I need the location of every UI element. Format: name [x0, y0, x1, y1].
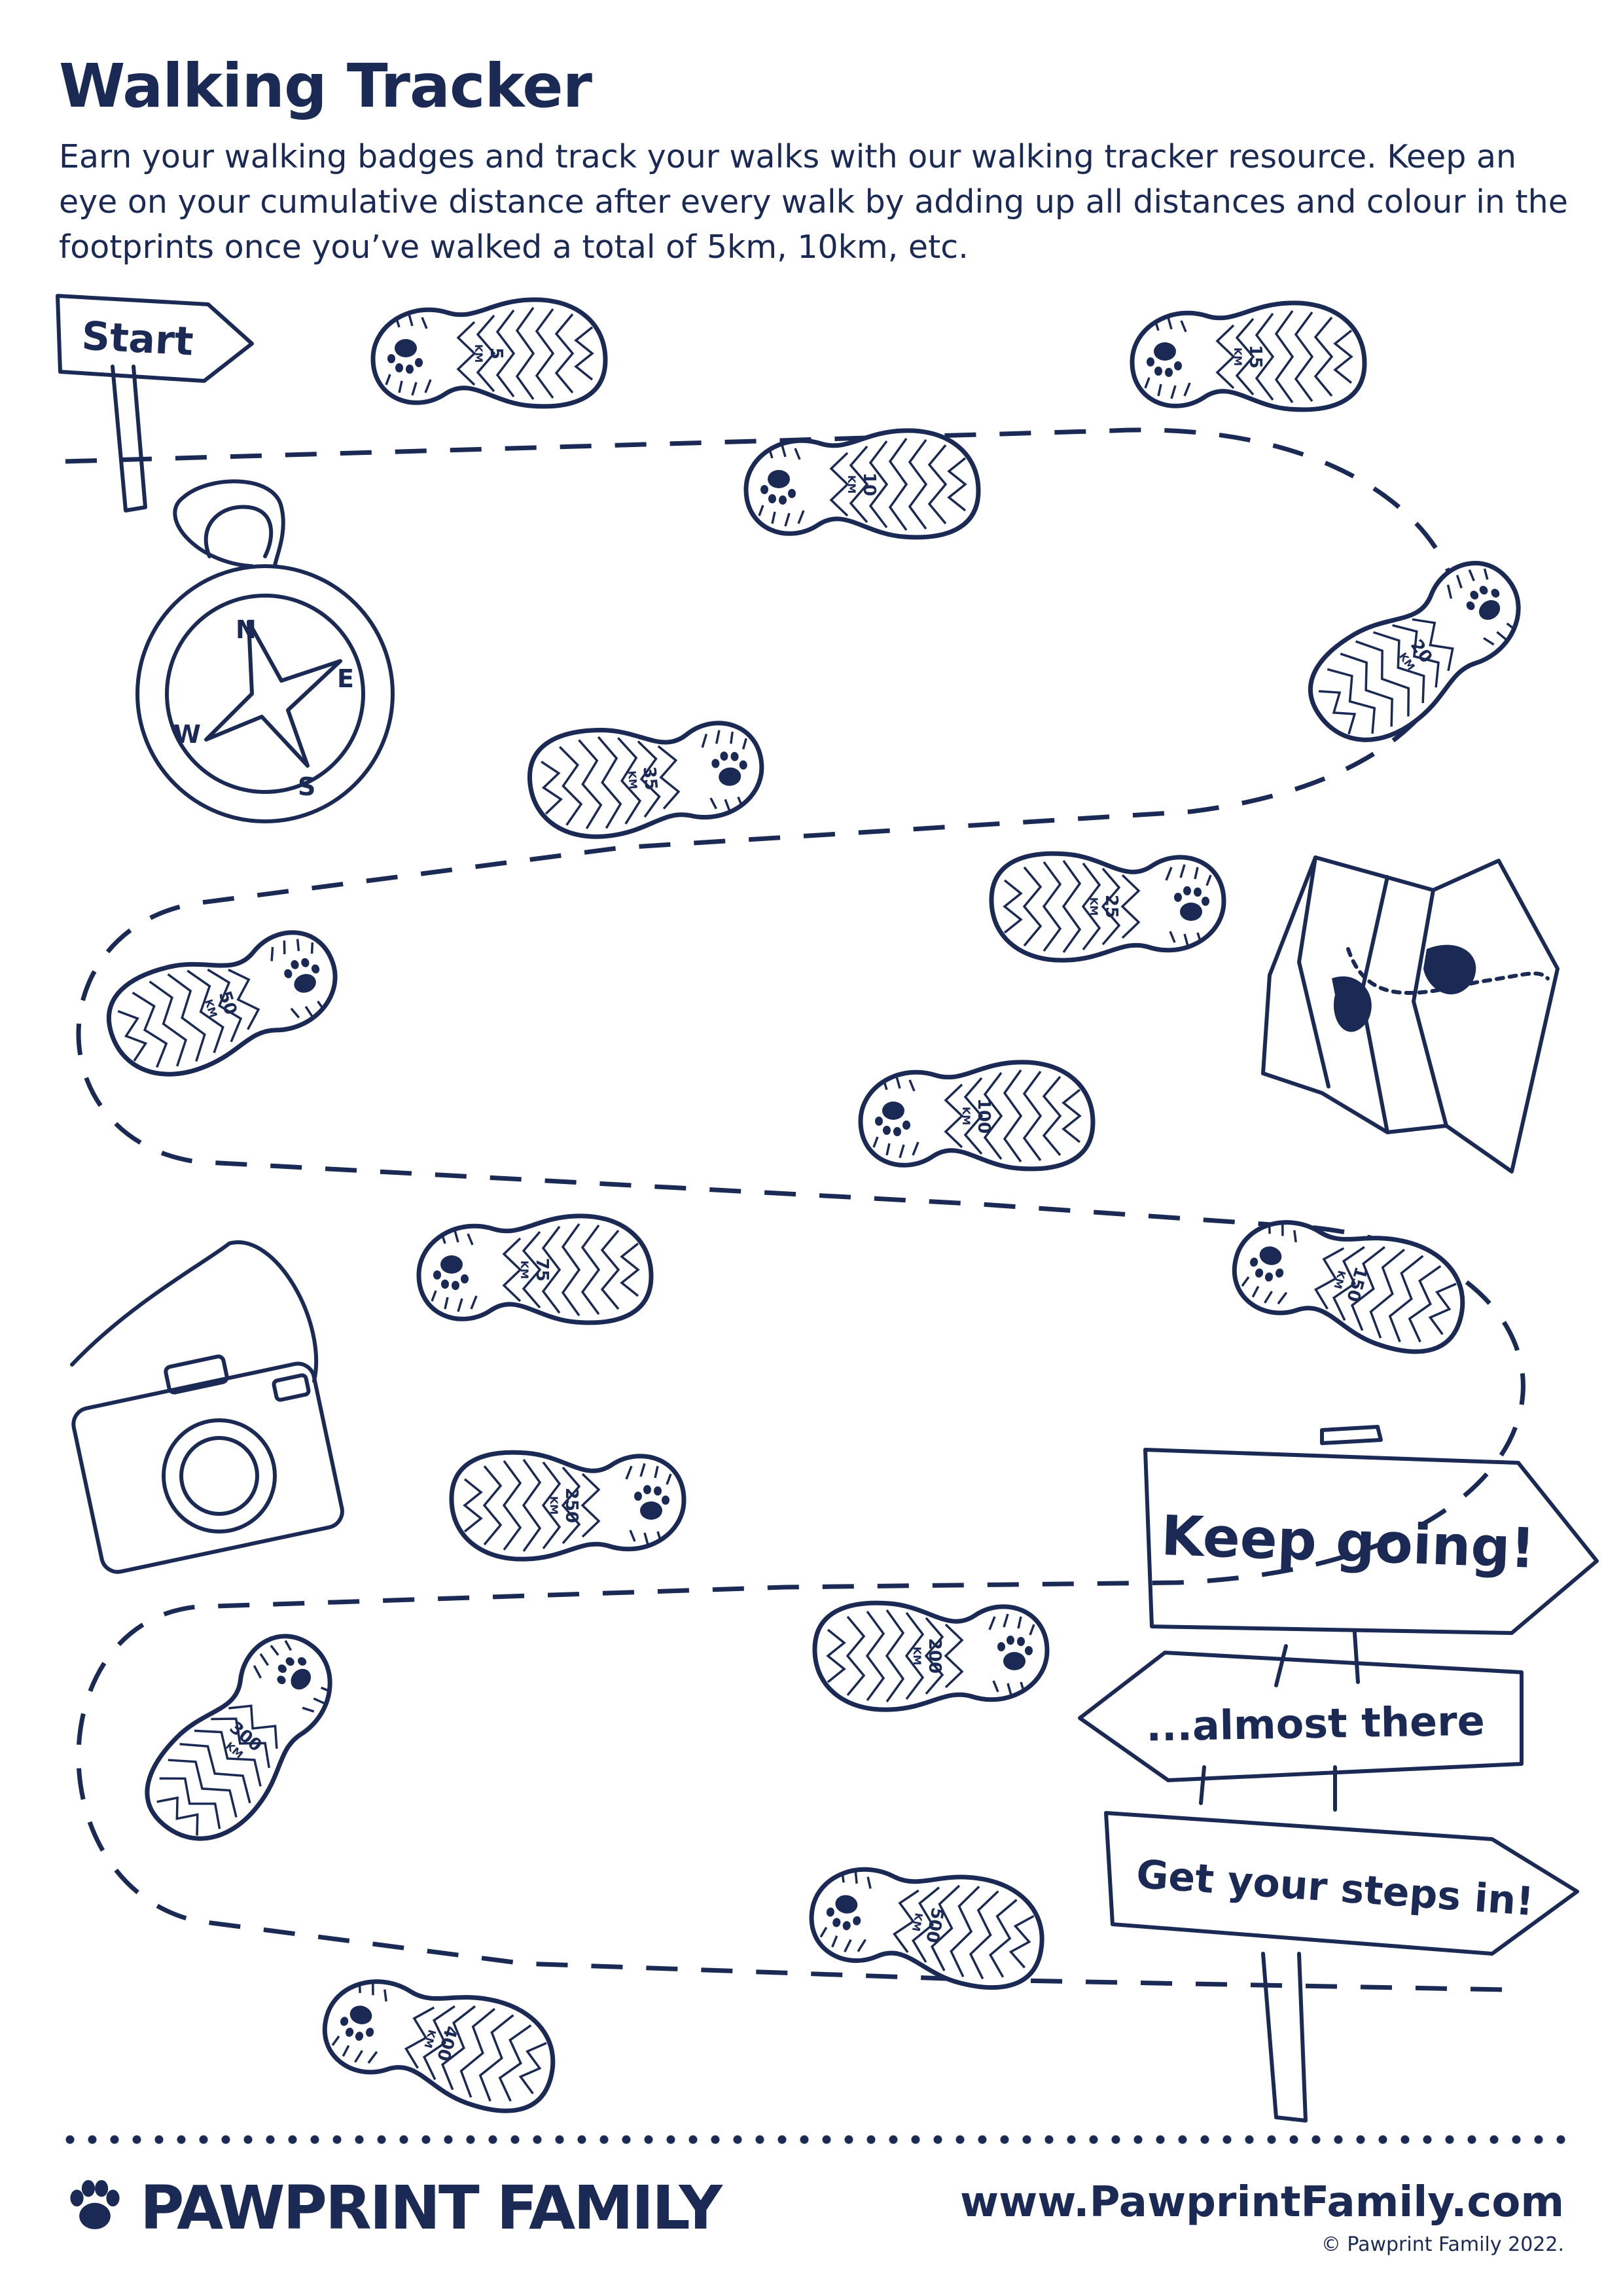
svg-text:KM: KM [846, 475, 858, 493]
svg-text:100: 100 [974, 1098, 993, 1134]
svg-text:KM: KM [910, 1912, 925, 1932]
svg-text:KM: KM [1088, 897, 1100, 916]
footprint-250km: 250 KM [452, 1452, 684, 1559]
svg-text:S: S [298, 772, 315, 801]
footprint-400km: 400 KM [314, 1960, 566, 2123]
start-sign-label: Start [80, 314, 194, 365]
brand-logo: PAWPRINT FAMILY [59, 2172, 722, 2244]
footprint-35km: 35 KM [526, 716, 767, 842]
svg-text:75: 75 [532, 1258, 552, 1282]
page-title: Walking Tracker [59, 51, 592, 121]
footprint-200km: 200 KM [815, 1603, 1047, 1710]
svg-text:W: W [173, 720, 201, 749]
paw-icon [70, 2179, 120, 2229]
camera-icon [70, 1240, 344, 1574]
svg-text:KM: KM [960, 1107, 972, 1125]
footprint-500km: 500 KM [804, 1851, 1052, 1996]
svg-text:KM: KM [473, 344, 485, 363]
start-sign: Start [56, 294, 254, 512]
svg-text:25: 25 [1101, 895, 1121, 918]
brand-name: PAWPRINT FAMILY [140, 2172, 722, 2243]
footer-divider [59, 2135, 1571, 2144]
footprint-150km: 150 KM [1224, 1200, 1476, 1363]
footprint-5km: 5 KM [373, 300, 605, 406]
footprint-50km: 50 KM [98, 918, 351, 1091]
svg-text:E: E [337, 664, 354, 693]
svg-text:KM: KM [1232, 348, 1244, 366]
svg-text:10: 10 [859, 473, 879, 496]
intro-text: Earn your walking badges and track your … [59, 138, 1568, 266]
copyright-text: © Pawprint Family 2022. [1321, 2233, 1564, 2256]
footprint-100km: 100 KM [861, 1062, 1093, 1169]
footprint-25km: 25 KM [991, 853, 1224, 960]
compass-icon: N E W S [135, 479, 395, 823]
footprint-10km: 10 KM [746, 431, 978, 537]
footprint-15km: 15 KM [1132, 303, 1364, 410]
signpost: Keep going! ...almost there Get your ste… [1078, 1425, 1599, 2123]
footprint-300km: 300 KM [128, 1617, 359, 1863]
svg-text:15: 15 [1245, 345, 1265, 368]
svg-text:200: 200 [925, 1638, 944, 1674]
sign-steps-in: Get your steps in! [1135, 1852, 1535, 1925]
svg-text:KM: KM [518, 1261, 531, 1279]
footprint-75km: 75 KM [419, 1216, 651, 1323]
svg-text:KM: KM [626, 770, 639, 790]
website-link[interactable]: www.PawprintFamily.com [959, 2178, 1564, 2227]
sign-keep-going: Keep going! [1160, 1503, 1537, 1581]
svg-text:KM: KM [548, 1496, 560, 1515]
svg-text:250: 250 [562, 1488, 581, 1523]
svg-text:35: 35 [639, 766, 660, 791]
footprint-20km: 20 KM [1293, 543, 1544, 764]
svg-text:5: 5 [486, 348, 506, 359]
map-icon [1261, 855, 1560, 1174]
svg-text:N: N [236, 615, 257, 644]
sign-almost-there: ...almost there [1146, 1696, 1486, 1750]
svg-text:KM: KM [911, 1647, 923, 1665]
